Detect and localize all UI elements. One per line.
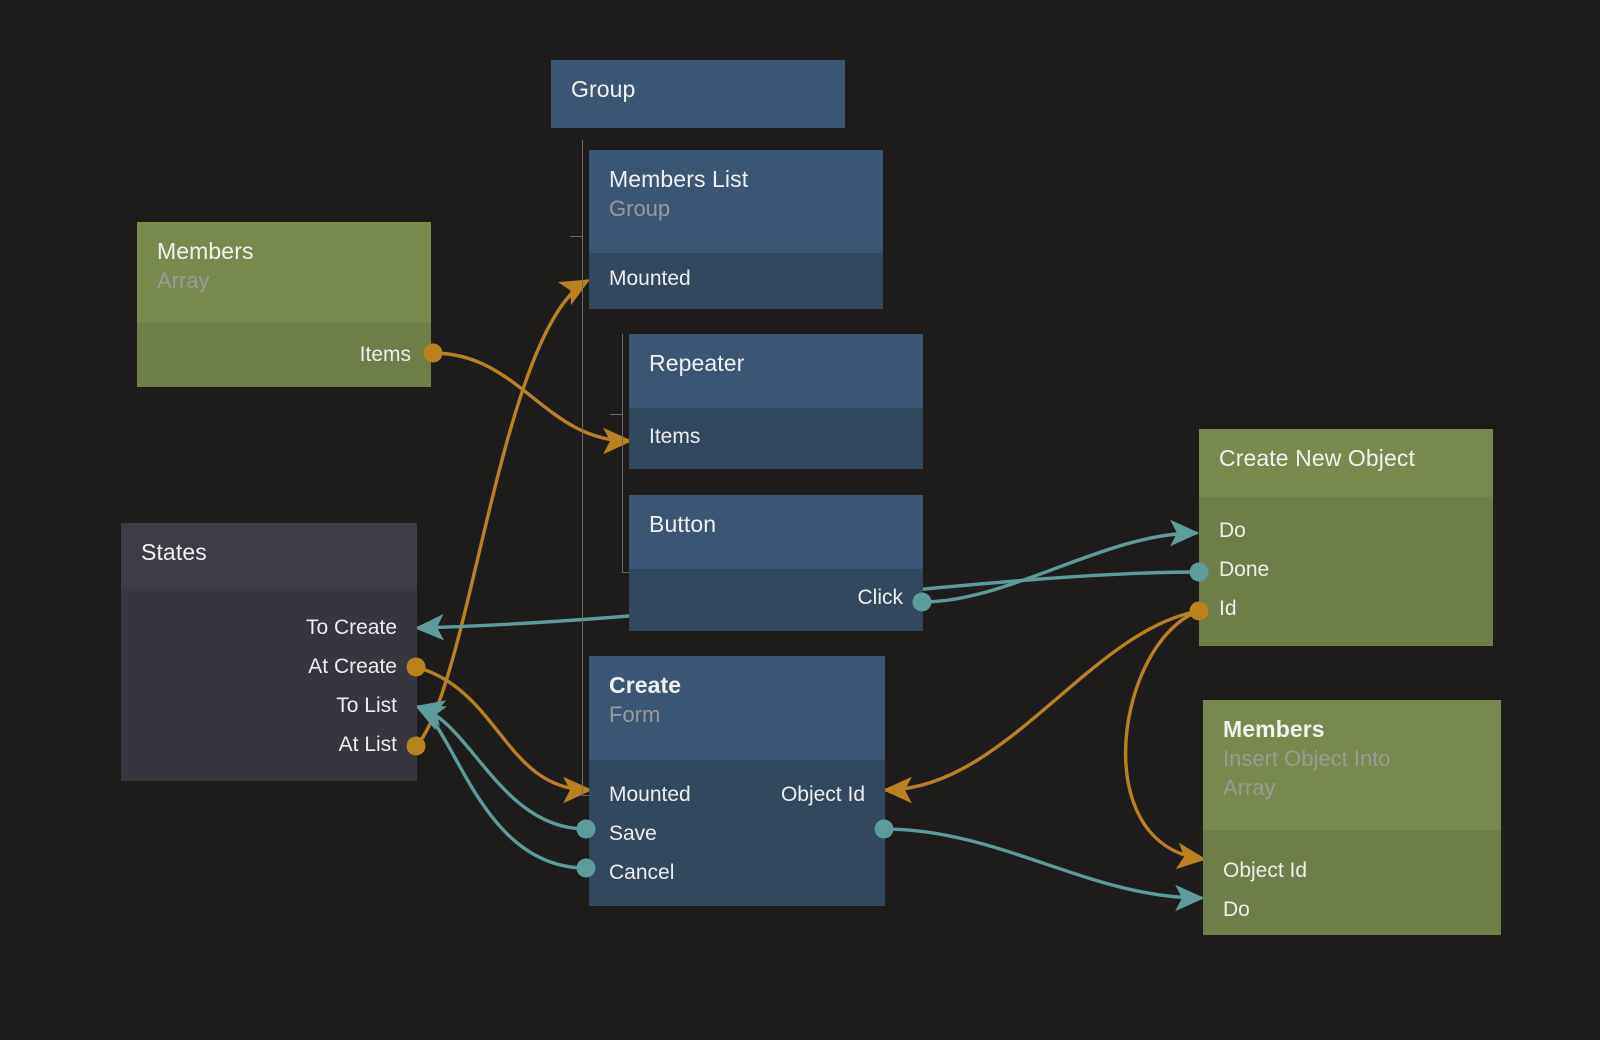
port-label-to-create: To Create <box>305 615 397 639</box>
node-members-array-subtitle: Array <box>157 268 210 293</box>
tree-line-memberslist-vertical <box>622 334 623 573</box>
node-create-form-subtitle: Form <box>609 702 661 727</box>
port-label-id: Id <box>1219 596 1237 620</box>
port-states-to-create[interactable]: To Create <box>141 608 397 647</box>
port-repeater-items[interactable]: Items <box>649 417 903 456</box>
node-members-array-title: Members <box>157 238 254 264</box>
node-group-title: Group <box>571 76 636 102</box>
node-create-new-object[interactable]: Create New Object Do Done Id <box>1199 429 1493 646</box>
port-label-items: Items <box>649 424 701 448</box>
port-label-at-create: At Create <box>308 654 397 678</box>
port-members-insert-object-id[interactable]: Object Id <box>1223 851 1481 890</box>
port-label-do: Do <box>1219 518 1246 542</box>
node-members-insert-title: Members <box>1223 716 1325 742</box>
node-button[interactable]: Button Click <box>629 495 923 631</box>
port-label-save: Save <box>609 821 657 845</box>
node-repeater[interactable]: Repeater Items <box>629 334 923 469</box>
port-label-items: Items <box>359 342 411 366</box>
node-members-insert-body: Object Id Do <box>1203 830 1501 935</box>
port-create-new-object-done[interactable]: Done <box>1219 550 1473 589</box>
port-create-new-object-do[interactable]: Do <box>1219 511 1473 550</box>
port-label-cancel: Cancel <box>609 860 675 884</box>
node-members-list-header: Members List Group <box>589 150 883 253</box>
tree-branch-repeater <box>610 414 623 415</box>
node-group-header: Group <box>551 60 845 128</box>
node-states-body: To Create At Create To List At List <box>121 589 417 781</box>
node-repeater-body: Items <box>629 408 923 469</box>
node-create-form-title: Create <box>609 672 682 698</box>
node-members-list-title: Members List <box>609 166 749 192</box>
node-group[interactable]: Group <box>551 60 845 128</box>
node-members-list-body: Mounted <box>589 253 883 309</box>
node-button-header: Button <box>629 495 923 569</box>
node-repeater-title: Repeater <box>649 350 745 376</box>
node-button-body: Click <box>629 569 923 631</box>
port-members-insert-do[interactable]: Do <box>1223 890 1481 929</box>
port-members-array-items[interactable]: Items <box>157 335 411 374</box>
port-label-object-id: Object Id <box>780 782 865 806</box>
port-create-mounted[interactable]: Mounted <box>609 775 865 814</box>
node-create-form-header: Create Form <box>589 656 885 760</box>
port-label-at-list: At List <box>338 732 397 756</box>
node-members-insert[interactable]: Members Insert Object Into Array Object … <box>1203 700 1501 935</box>
node-members-list-subtitle: Group <box>609 196 671 221</box>
tree-branch-members-list <box>570 236 583 237</box>
port-label-mounted: Mounted <box>609 266 691 290</box>
node-create-new-object-body: Do Done Id <box>1199 497 1493 646</box>
node-members-array[interactable]: Members Array Items <box>137 222 431 387</box>
port-create-object-id[interactable]: Object Id <box>781 775 865 814</box>
port-label-mounted: Mounted <box>609 782 691 806</box>
port-create-cancel[interactable]: Cancel <box>609 853 865 892</box>
port-states-at-create[interactable]: At Create <box>141 647 397 686</box>
port-states-to-list[interactable]: To List <box>141 686 397 725</box>
node-states-title: States <box>141 539 207 565</box>
node-create-form[interactable]: Create Form Mounted Save Cancel Object I… <box>589 656 885 906</box>
node-button-title: Button <box>649 511 717 537</box>
port-states-at-list[interactable]: At List <box>141 725 397 764</box>
port-label-click: Click <box>857 585 904 609</box>
node-members-list[interactable]: Members List Group Mounted <box>589 150 883 309</box>
node-create-form-body: Mounted Save Cancel Object Id <box>589 760 885 906</box>
node-members-array-body: Items <box>137 323 431 387</box>
node-states[interactable]: States To Create At Create To List At Li… <box>121 523 417 781</box>
node-create-new-object-header: Create New Object <box>1199 429 1493 497</box>
port-button-click[interactable]: Click <box>649 578 904 617</box>
port-label-do: Do <box>1223 897 1250 921</box>
node-members-insert-header: Members Insert Object Into Array <box>1203 700 1501 830</box>
node-members-insert-subtitle: Insert Object Into Array <box>1223 746 1391 800</box>
node-states-header: States <box>121 523 417 589</box>
port-create-save[interactable]: Save <box>609 814 865 853</box>
tree-line-group-vertical <box>582 140 583 796</box>
port-label-object-id: Object Id <box>1223 858 1308 882</box>
node-members-array-header: Members Array <box>137 222 431 323</box>
node-create-new-object-title: Create New Object <box>1219 445 1415 471</box>
port-members-list-mounted[interactable]: Mounted <box>609 259 863 298</box>
port-label-done: Done <box>1219 557 1270 581</box>
port-label-to-list: To List <box>336 693 397 717</box>
port-create-new-object-id[interactable]: Id <box>1219 589 1473 628</box>
node-repeater-header: Repeater <box>629 334 923 408</box>
